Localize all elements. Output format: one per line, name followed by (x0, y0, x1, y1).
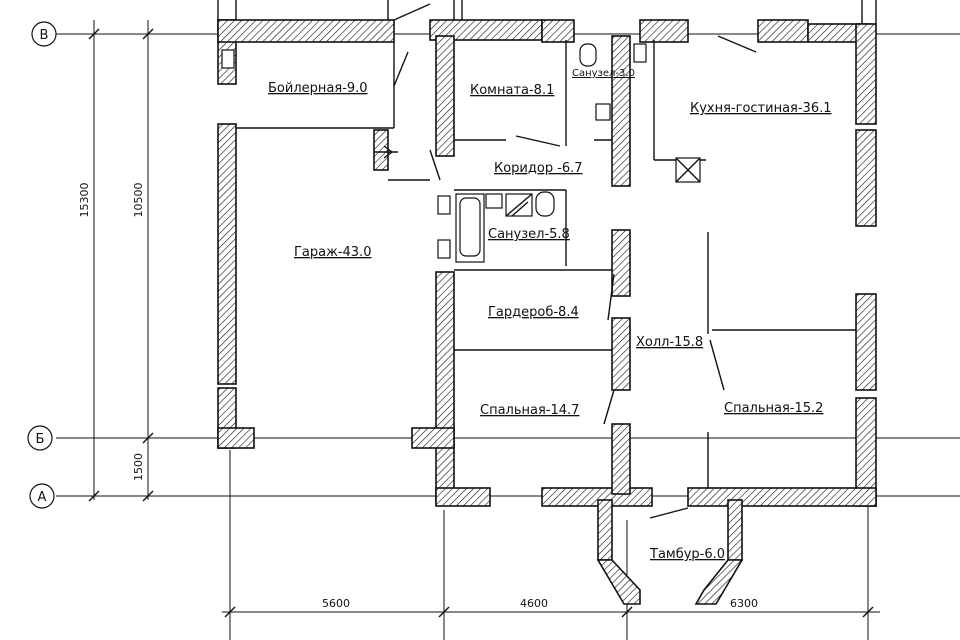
fixtures (221, 43, 701, 263)
dim-lower-height: 1500 (132, 453, 145, 481)
room-label-vestibule: Тамбур-6.0 (649, 547, 725, 562)
room-label-garage: Гараж-43.0 (294, 245, 371, 260)
horizontal-dimensions: 5600 4600 6300 (222, 450, 880, 640)
room-label-corridor: Коридор -6.7 (494, 161, 583, 176)
axis-marker-b: Б (27, 425, 53, 451)
axis-label-v: В (40, 28, 49, 43)
vertical-dimensions: 15300 10500 1500 (78, 20, 154, 502)
partitions (217, 0, 877, 519)
room-label-bedroom-1: Спальная-14.7 (480, 403, 579, 418)
axis-marker-a: А (29, 483, 55, 509)
dim-right-width: 6300 (730, 597, 758, 610)
room-label-kitchen: Кухня-гостиная-36.1 (690, 101, 832, 116)
dim-left-width: 5600 (322, 597, 350, 610)
room-label-boiler: Бойлерная-9.0 (268, 81, 368, 96)
dim-middle-width: 4600 (520, 597, 548, 610)
room-label-bedroom-2: Спальная-15.2 (724, 401, 823, 416)
dim-upper-height: 10500 (132, 183, 145, 218)
room-label-wardrobe: Гардероб-8.4 (488, 305, 579, 320)
axis-label-a: А (38, 490, 47, 505)
room-label-wc-small: Санузел-3.0 (572, 68, 635, 79)
room-label-room: Комната-8.1 (470, 83, 554, 98)
dim-total-height: 15300 (78, 183, 91, 218)
room-label-hall: Холл-15.8 (636, 335, 703, 350)
axis-marker-v: В (31, 21, 57, 47)
room-label-bathroom: Санузел-5.8 (488, 227, 570, 242)
axis-label-b: Б (36, 432, 45, 447)
room-labels: Бойлерная-9.0 Комната-8.1 Санузел-3.0 Ку… (268, 68, 832, 562)
walls (217, 19, 877, 605)
